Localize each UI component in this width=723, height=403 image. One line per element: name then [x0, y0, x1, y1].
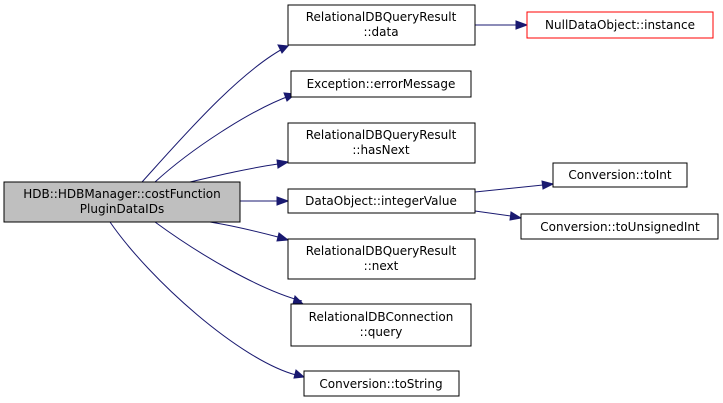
node-dataobject-int[interactable]: DataObject::integerValue [287, 188, 476, 214]
node-null-instance[interactable]: NullDataObject::instance [526, 11, 714, 39]
edge-head-rdbqr-next [276, 232, 290, 242]
node-conversion-tounsigned-line1: Conversion::toUnsignedInt [540, 220, 700, 234]
node-conversion-tounsigned[interactable]: Conversion::toUnsignedInt [520, 213, 719, 240]
node-root-box [3, 181, 241, 223]
edge-head-conversion-toint [541, 180, 555, 190]
node-conversion-toint-box [552, 162, 688, 188]
edges [109, 20, 555, 379]
node-rdbqr-hasnext-box [287, 122, 476, 164]
node-dataobject-int-box [287, 188, 476, 214]
node-exception-error[interactable]: Exception::errorMessage [290, 70, 472, 98]
node-rdbqr-next[interactable]: RelationalDBQueryResult ::next [287, 238, 476, 280]
node-rdbqr-next-line1: RelationalDBQueryResult [306, 244, 457, 258]
edge-head-conversion-tounsigned [509, 211, 523, 221]
node-conversion-tostring-line1: Conversion::toString [319, 377, 442, 391]
node-rdbqr-hasnext-line2: ::hasNext [352, 143, 410, 157]
edge-head-conversion-tostring [293, 369, 306, 379]
edge-root-to-rdbqr-data [141, 45, 289, 183]
node-rdbconn-query-line2: ::query [360, 325, 403, 339]
node-root[interactable]: HDB::HDBManager::costFunction PluginData… [3, 181, 241, 223]
edge-root-to-exception-error [154, 94, 293, 183]
node-rdbconn-query-line1: RelationalDBConnection [309, 310, 454, 324]
edge-head-rdbqr-data [277, 44, 290, 54]
node-rdbqr-hasnext-line1: RelationalDBQueryResult [306, 128, 457, 142]
node-root-line2: PluginDataIDs [80, 202, 164, 216]
edge-head-null-instance [515, 20, 529, 30]
node-rdbconn-query[interactable]: RelationalDBConnection ::query [290, 303, 472, 347]
node-rdbqr-next-line2: ::next [364, 259, 399, 273]
node-exception-error-box [290, 70, 472, 98]
node-null-instance-line1: NullDataObject::instance [545, 18, 695, 32]
node-root-line1: HDB::HDBManager::costFunction [23, 187, 221, 201]
node-conversion-toint-line1: Conversion::toInt [568, 168, 672, 182]
node-rdbqr-hasnext[interactable]: RelationalDBQueryResult ::hasNext [287, 122, 476, 164]
node-dataobject-int-line1: DataObject::integerValue [305, 194, 457, 208]
node-rdbqr-data[interactable]: RelationalDBQueryResult ::data [287, 4, 476, 46]
edge-dataobject-int-to-conversion-tounsigned [474, 210, 512, 217]
node-rdbqr-next-box [287, 238, 476, 280]
node-rdbconn-query-box [290, 303, 472, 347]
node-null-instance-box [526, 11, 714, 39]
edge-root-to-rdbqr-hasnext [189, 163, 279, 183]
edge-root-to-rdbconn-query [154, 221, 303, 302]
node-rdbqr-data-line1: RelationalDBQueryResult [306, 10, 457, 24]
edge-dataobject-int-to-conversion-toint [474, 184, 544, 193]
edge-head-rdbqr-hasnext [276, 159, 290, 169]
node-exception-error-line1: Exception::errorMessage [307, 77, 456, 91]
node-conversion-toint[interactable]: Conversion::toInt [552, 162, 688, 188]
edge-head-dataobject-int [276, 196, 290, 206]
edge-root-to-rdbqr-next [209, 221, 279, 238]
edge-head-rdbconn-query [292, 295, 305, 305]
node-conversion-tounsigned-box [520, 213, 719, 240]
edge-root-to-conversion-tostring [109, 221, 297, 376]
node-conversion-tostring-box [303, 370, 460, 397]
node-conversion-tostring[interactable]: Conversion::toString [303, 370, 460, 397]
node-rdbqr-data-line2: ::data [363, 25, 398, 39]
node-rdbqr-data-box [287, 4, 476, 46]
